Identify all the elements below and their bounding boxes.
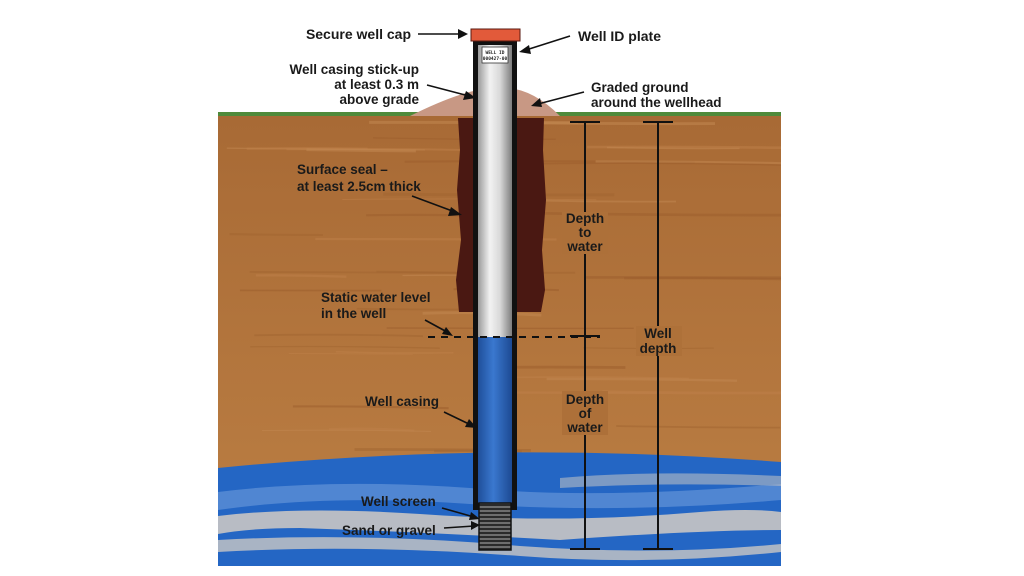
label-static-water-line1: Static water level xyxy=(321,290,431,305)
soil-streak xyxy=(595,160,782,165)
label-stickup-line3: above grade xyxy=(339,92,419,107)
soil-streak xyxy=(288,353,413,355)
leader-arrows xyxy=(411,33,585,529)
label-stickup-line1: Well casing stick-up xyxy=(289,62,419,77)
svg-text:000427-00: 000427-00 xyxy=(483,56,508,62)
soil-streak xyxy=(523,162,782,166)
label-well-casing: Well casing xyxy=(365,394,439,409)
label-surface-seal-line2: at least 2.5cm thick xyxy=(297,179,421,194)
label-depth-to-water-line2: to xyxy=(579,225,592,240)
well-screen xyxy=(478,502,512,551)
label-stickup-line2: at least 0.3 m xyxy=(334,77,419,92)
label-well-depth-line2: depth xyxy=(640,341,677,356)
label-depth-of-water-line1: Depth xyxy=(566,392,604,407)
soil-streak xyxy=(261,429,432,432)
soil-streak xyxy=(546,377,738,382)
soil-streak xyxy=(306,148,416,153)
label-well-cap: Secure well cap xyxy=(306,26,411,42)
soil-streak xyxy=(335,351,454,354)
well-cap xyxy=(470,28,521,42)
label-surface-seal-line1: Surface seal – xyxy=(297,162,388,177)
soil-streak xyxy=(254,333,424,338)
well-id-plate: WELL ID 000427-00 xyxy=(481,46,509,64)
label-well-screen: Well screen xyxy=(361,494,436,509)
label-graded-ground-line2: around the wellhead xyxy=(591,95,722,110)
label-depth-of-water-line3: water xyxy=(566,420,603,435)
soil-streak xyxy=(624,276,782,281)
well-casing-air xyxy=(478,45,512,337)
soil-streak xyxy=(535,121,716,126)
soil-streak xyxy=(606,146,740,150)
soil-streak xyxy=(616,425,781,429)
arrowheads xyxy=(442,29,542,530)
soil-streak xyxy=(250,345,440,349)
label-depth-to-water-line1: Depth xyxy=(566,211,604,226)
depth-of-water-bar xyxy=(570,338,600,550)
soil-streak xyxy=(255,274,347,278)
label-static-water-line2: in the well xyxy=(321,306,386,321)
soil-streak xyxy=(292,405,449,410)
label-well-depth-line1: Well xyxy=(644,326,672,341)
soil-streak xyxy=(356,307,471,311)
soil-streak xyxy=(229,233,323,237)
label-depth-to-water-line3: water xyxy=(566,239,603,254)
label-sand-gravel: Sand or gravel xyxy=(342,523,436,538)
label-graded-ground-line1: Graded ground xyxy=(591,80,689,95)
label-well-id-plate: Well ID plate xyxy=(578,28,661,44)
label-depth-of-water-line2: of xyxy=(579,406,592,421)
soil-streak xyxy=(329,427,415,432)
well-water-column xyxy=(478,337,512,503)
svg-text:WELL ID: WELL ID xyxy=(486,50,505,56)
